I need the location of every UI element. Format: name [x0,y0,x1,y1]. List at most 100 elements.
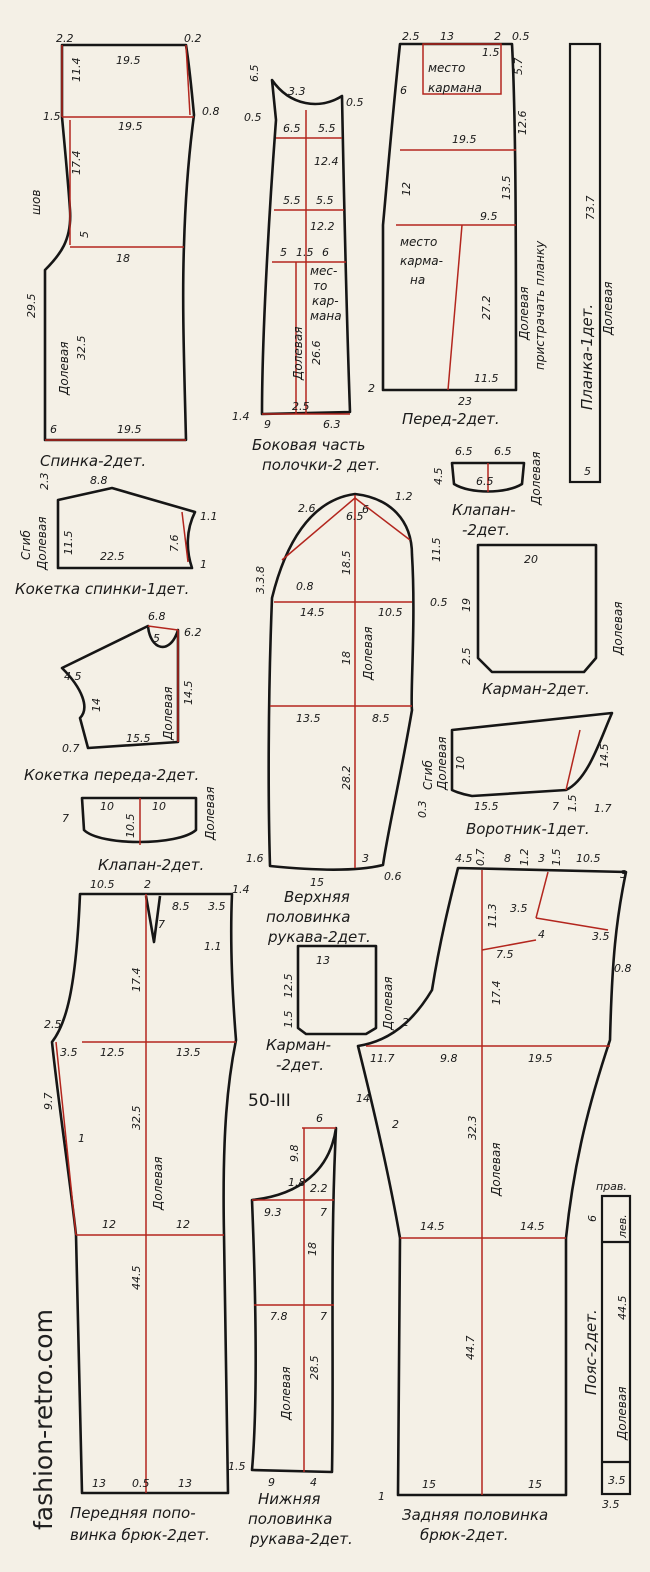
dim-label: 13.5 [176,1046,201,1059]
dim-label: 2.5 [402,30,420,43]
pocket-label: мана [310,309,342,323]
dim-label: 18 [306,1242,319,1256]
dim-label: 6.5 [248,65,261,83]
seam-label: шов [29,190,43,215]
grain-label: Долевая [361,627,375,681]
dim-label: 0.3 [416,801,429,819]
grain-label: Долевая [203,787,217,841]
grain-label: Долевая [151,1157,165,1211]
dim-label: 17.4 [70,151,83,176]
dim-label: 10 [100,800,114,813]
dim-label: 13 [316,954,330,967]
pocket-label: кармана [428,81,482,95]
dim-label: 15 [310,876,324,889]
dim-label: 0.5 [132,1477,150,1490]
dim-label: 7.6 [168,535,181,553]
dim-label: 2.2 [56,32,74,45]
grain-label: Долевая [489,1143,503,1197]
dim-label: 0.7 [62,742,80,755]
fold-label: Сгиб [421,760,435,790]
dim-label: 9.7 [42,1093,55,1111]
dim-label: 28.5 [308,1356,321,1381]
dim-label: 12 [102,1218,116,1231]
dim-label: 5 [153,632,160,645]
dim-label: 7 [158,918,165,931]
dim-label: 6.3 [323,418,341,431]
dim-label: 44.7 [464,1336,477,1361]
dim-label: 1.5 [228,1460,246,1473]
piece-caption: полочки-2 дет. [262,456,380,474]
dim-label: 9.8 [440,1052,458,1065]
dim-label: 1 [378,1490,385,1503]
piece-flap-large: 7 10 10 10.5 Долевая Клапан-2дет. [62,787,217,874]
piece-collar: Сгиб Долевая 10 14.5 15.5 7 1.5 1.7 0.3 … [416,711,614,838]
dim-label: 0.6 [384,870,402,883]
dim-label: 10 [152,800,166,813]
dim-label: 2.5 [292,400,310,413]
dim-label: 13 [92,1477,106,1490]
dim-label: 9 [264,418,271,431]
dim-label: 13.5 [296,712,321,725]
dim-label: 5 [280,246,287,259]
dim-label: 12.6 [516,111,529,136]
dim-label: 6 [316,1112,323,1125]
dim-label: 14.5 [420,1220,445,1233]
dim-label: 19.5 [118,120,143,133]
piece-caption: Воротник-1дет. [466,820,590,838]
dim-label: 3 [362,852,369,865]
dim-label: 2 [368,382,375,395]
dim-label: 2 [144,878,151,891]
dim-label: 14.5 [520,1220,545,1233]
dim-label: 2.2 [310,1182,328,1195]
dim-label: 6 [362,503,369,516]
dim-label: 4.5 [64,670,82,683]
dim-label: 15.5 [474,800,499,813]
piece-caption: половинка [248,1510,332,1528]
dim-label: 0.8 [202,105,220,118]
dim-label: 1.5 [296,246,314,259]
dim-label: 12.5 [282,974,295,999]
dim-label: 5 [584,465,591,478]
piece-caption: -2дет. [276,1056,324,1074]
strip-note: пристрачать планку [533,240,547,370]
dim-label: 15 [422,1478,436,1491]
dim-label: 32.5 [75,336,88,361]
dim-label: 5.5 [316,194,334,207]
grain-label: Долевая [279,1367,293,1421]
dim-label: 3.5 [208,900,226,913]
piece-caption: Клапан-2дет. [98,856,204,874]
dim-label: 6 [50,423,57,436]
dim-label: 4 [538,928,545,941]
belt-right-label: прав. [596,1180,627,1193]
dim-label: 2 [392,1118,399,1131]
dim-label: 4.5 [432,468,445,486]
dim-label: 2 [402,1016,409,1029]
grain-label: Долевая [35,517,49,571]
dim-label: 20 [524,553,538,566]
dim-label: 0.8 [296,580,314,593]
dim-label: 6.5 [346,510,364,523]
dim-label: 3.5 [608,1474,626,1487]
watermark: fashion-retro.com [29,1309,58,1530]
piece-upper-sleeve: 2.6 6.5 6 1.2 3.3.8 11.5 0.8 18.5 14.5 1… [246,490,448,946]
piece-front: 2.5 13 2 0.5 1.5 5.7 место кармана 6 12.… [368,30,547,428]
dim-label: 2 [494,30,501,43]
dim-label: 18 [116,252,130,265]
piece-pocket-small: 13 12.5 1.5 Долевая Карман- -2дет. [266,944,395,1074]
dim-label: 13 [178,1477,192,1490]
dim-label: 7.8 [270,1310,288,1323]
dim-label: 3 [538,852,545,865]
grain-label: Долевая [291,327,305,381]
dim-label: 5.7 [512,58,525,76]
dim-label: 2.5 [460,648,473,666]
dim-label: 3.5 [60,1046,78,1059]
dim-label: 29.5 [25,294,38,319]
dim-label: 1.1 [204,940,222,953]
dim-label: 1.8 [288,1176,306,1189]
dim-label: 7 [320,1206,327,1219]
dim-label: 10.5 [576,852,601,865]
dim-label: 8.5 [372,712,390,725]
dim-label: 6.5 [494,445,512,458]
piece-front-trousers: 10.5 2 1.4 8.5 3.5 7 1.1 17.4 2.5 3.5 12… [42,878,250,1544]
